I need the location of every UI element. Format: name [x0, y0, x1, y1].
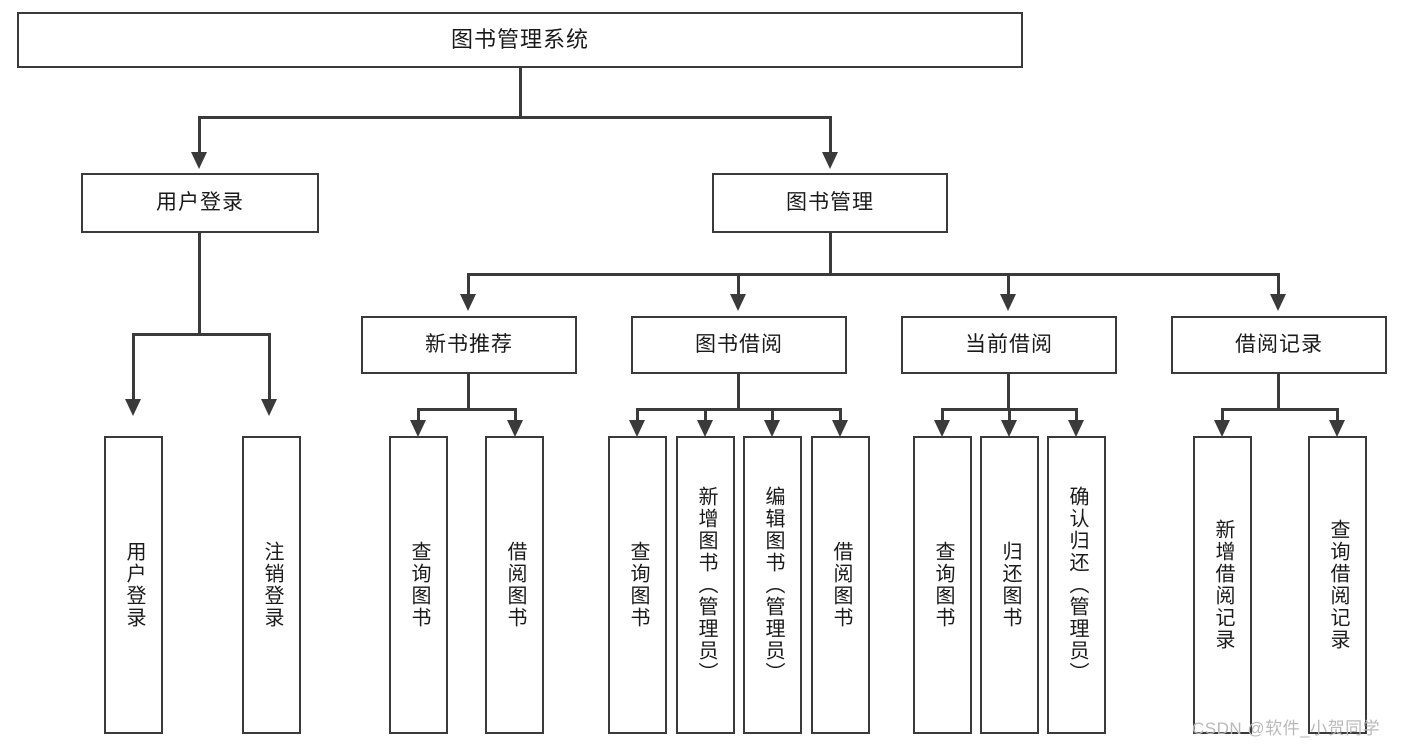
edge-nbr-to-leaf2 [514, 408, 517, 428]
leaf-label: 注销登录 [261, 541, 283, 629]
node-book-manage[interactable]: 图书管理 [712, 173, 948, 233]
leaf-label: 查询图书 [932, 541, 954, 629]
arrow-to-book-borrow [730, 294, 746, 311]
edge-bb-stem [737, 374, 740, 410]
arrow-to-leaf-query-book-1 [410, 420, 426, 437]
leaf-query-book-3[interactable]: 查询图书 [913, 436, 972, 734]
edge-cb-to-leaf1 [941, 408, 944, 428]
arrow-to-leaf-query-book-3 [934, 420, 950, 437]
leaf-label: 查询借阅记录 [1327, 519, 1349, 651]
edge-user-login-to-leaf1 [132, 333, 135, 403]
leaf-borrow-book-2[interactable]: 借阅图书 [811, 436, 870, 734]
leaf-query-book-1[interactable]: 查询图书 [389, 436, 448, 734]
arrow-to-leaf-user-login [125, 399, 141, 416]
edge-bb-to-leaf4 [839, 408, 842, 428]
edge-root-to-user-login [198, 116, 201, 156]
leaf-label: 借阅图书 [504, 541, 526, 629]
arrow-to-current-borrow [1000, 294, 1016, 311]
edge-br-to-leaf2 [1336, 408, 1339, 428]
edge-book-manage-bus [467, 273, 1279, 276]
arrow-to-book-manage [822, 152, 838, 169]
edge-br-stem [1277, 374, 1280, 410]
csdn-watermark: CSDN @软件_小贺同学 [1192, 719, 1381, 738]
leaf-query-record[interactable]: 查询借阅记录 [1308, 436, 1367, 734]
arrow-to-leaf-logout-login [261, 399, 277, 416]
edge-root-to-book-manage [829, 116, 832, 156]
edge-user-login-bus [132, 333, 270, 336]
node-label: 图书管理 [786, 191, 874, 215]
edge-user-login-stem [198, 233, 201, 336]
edge-bm-to-current-borrow [1007, 273, 1010, 298]
leaf-edit-book[interactable]: 编辑图书（管理员） [743, 436, 802, 734]
arrow-to-leaf-confirm-return [1068, 420, 1084, 437]
edge-bb-to-leaf1 [636, 408, 639, 428]
node-label: 用户登录 [156, 191, 244, 215]
arrow-to-leaf-add-book [697, 420, 713, 437]
edge-bm-to-book-borrow [737, 273, 740, 298]
leaf-label: 新增借阅记录 [1212, 519, 1234, 651]
arrow-to-leaf-borrow-book-2 [832, 420, 848, 437]
arrow-to-leaf-add-record [1214, 420, 1230, 437]
edge-root-bus [198, 116, 832, 119]
arrow-to-leaf-return-book [1001, 420, 1017, 437]
node-book-borrow[interactable]: 图书借阅 [631, 316, 847, 374]
edge-user-login-to-leaf2 [268, 333, 271, 403]
arrow-to-leaf-query-record [1329, 420, 1345, 437]
arrow-to-leaf-query-book-2 [629, 420, 645, 437]
leaf-label: 查询图书 [408, 541, 430, 629]
leaf-borrow-book-1[interactable]: 借阅图书 [485, 436, 544, 734]
edge-bm-to-borrow-record [1277, 273, 1280, 298]
leaf-add-book[interactable]: 新增图书（管理员） [676, 436, 735, 734]
edge-bb-to-leaf3 [771, 408, 774, 428]
edge-root-stem [519, 68, 522, 117]
leaf-label: 编辑图书（管理员） [762, 486, 784, 684]
leaf-label: 用户登录 [123, 541, 145, 629]
leaf-confirm-return[interactable]: 确认归还（管理员） [1047, 436, 1106, 734]
edge-cb-to-leaf3 [1075, 408, 1078, 428]
edge-cb-stem [1007, 374, 1010, 410]
node-label: 新书推荐 [425, 333, 513, 357]
node-label: 当前借阅 [965, 333, 1053, 357]
node-borrow-record[interactable]: 借阅记录 [1171, 316, 1387, 374]
node-user-login[interactable]: 用户登录 [81, 173, 319, 233]
node-label: 图书借阅 [695, 333, 783, 357]
arrow-to-borrow-record [1270, 294, 1286, 311]
edge-book-manage-stem [829, 233, 832, 275]
leaf-label: 新增图书（管理员） [695, 486, 717, 684]
leaf-label: 确认归还（管理员） [1066, 486, 1088, 684]
arrow-to-user-login [191, 152, 207, 169]
arrow-to-new-book-recommend [460, 294, 476, 311]
edge-bb-bus [636, 408, 842, 411]
leaf-label: 归还图书 [999, 541, 1021, 629]
leaf-label: 借阅图书 [830, 541, 852, 629]
node-root-system[interactable]: 图书管理系统 [17, 12, 1023, 68]
leaf-return-book[interactable]: 归还图书 [980, 436, 1039, 734]
edge-nbr-stem [467, 374, 470, 410]
edge-cb-to-leaf2 [1008, 408, 1011, 428]
edge-nbr-bus [417, 408, 517, 411]
leaf-query-book-2[interactable]: 查询图书 [608, 436, 667, 734]
leaf-logout-login[interactable]: 注销登录 [242, 436, 301, 734]
edge-nbr-to-leaf1 [417, 408, 420, 428]
node-new-book-recommend[interactable]: 新书推荐 [361, 316, 577, 374]
leaf-user-login[interactable]: 用户登录 [104, 436, 163, 734]
arrow-to-leaf-borrow-book-1 [507, 420, 523, 437]
leaf-add-record[interactable]: 新增借阅记录 [1193, 436, 1252, 734]
edge-bb-to-leaf2 [704, 408, 707, 428]
node-current-borrow[interactable]: 当前借阅 [901, 316, 1117, 374]
node-label: 图书管理系统 [450, 26, 589, 52]
node-label: 借阅记录 [1235, 333, 1323, 357]
edge-br-to-leaf1 [1221, 408, 1224, 428]
arrow-to-leaf-edit-book [764, 420, 780, 437]
edge-bm-to-new-book [467, 273, 470, 298]
edge-br-bus [1221, 408, 1339, 411]
leaf-label: 查询图书 [627, 541, 649, 629]
